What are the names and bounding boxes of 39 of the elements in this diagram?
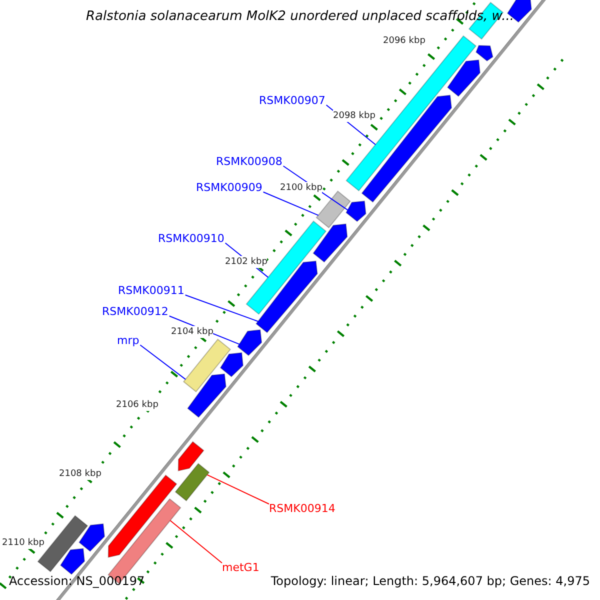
- gene-feature: [346, 200, 366, 222]
- gene-bar: [182, 338, 231, 392]
- gene-feature: [476, 44, 494, 62]
- leader-line: [206, 474, 270, 504]
- tick-label: 2104 kbp: [171, 326, 214, 338]
- gene-bar: [174, 462, 210, 502]
- gene-feature: [60, 548, 86, 575]
- leader-line: [184, 294, 259, 322]
- tick-label: 2110 kbp: [2, 537, 44, 549]
- gene-label: RSMK00908: [216, 156, 282, 168]
- gene-feature: [187, 373, 226, 418]
- leader-line: [170, 520, 222, 564]
- gene-bar: [246, 220, 327, 315]
- gene-feature: [178, 441, 204, 472]
- gene-feature: [361, 94, 452, 203]
- tick-label: 2100 kbp: [280, 182, 322, 194]
- gene-feature: [312, 223, 348, 263]
- gene-label: RSMK00909: [196, 182, 262, 194]
- gene-label: RSMK00907: [259, 95, 326, 107]
- gene-label: RSMK00910: [158, 233, 224, 245]
- tick-label: 2106 kbp: [116, 399, 158, 411]
- gene-label: RSMK00912: [102, 306, 168, 318]
- gene-bar: [316, 190, 351, 228]
- gene-feature: [446, 59, 481, 97]
- gene-label: metG1: [222, 562, 260, 574]
- gene-label: mrp: [117, 335, 140, 347]
- map-info-text: Topology: linear; Length: 5,964,607 bp; Genes: 4,975: [270, 575, 590, 587]
- tick-label: 2102 kbp: [225, 256, 268, 268]
- tick-label: 2096 kbp: [383, 35, 426, 47]
- leader-line: [262, 192, 319, 216]
- gene-label: RSMK00911: [118, 285, 184, 297]
- tick-label: 2098 kbp: [333, 110, 376, 122]
- gene-label: RSMK00914: [269, 503, 336, 515]
- gene-feature: [237, 329, 262, 356]
- gene-feature: [220, 352, 244, 378]
- gene-feature: [108, 474, 178, 558]
- tick-label: 2108 kbp: [59, 468, 102, 480]
- leader-line: [140, 344, 186, 380]
- gene-feature: [78, 523, 106, 552]
